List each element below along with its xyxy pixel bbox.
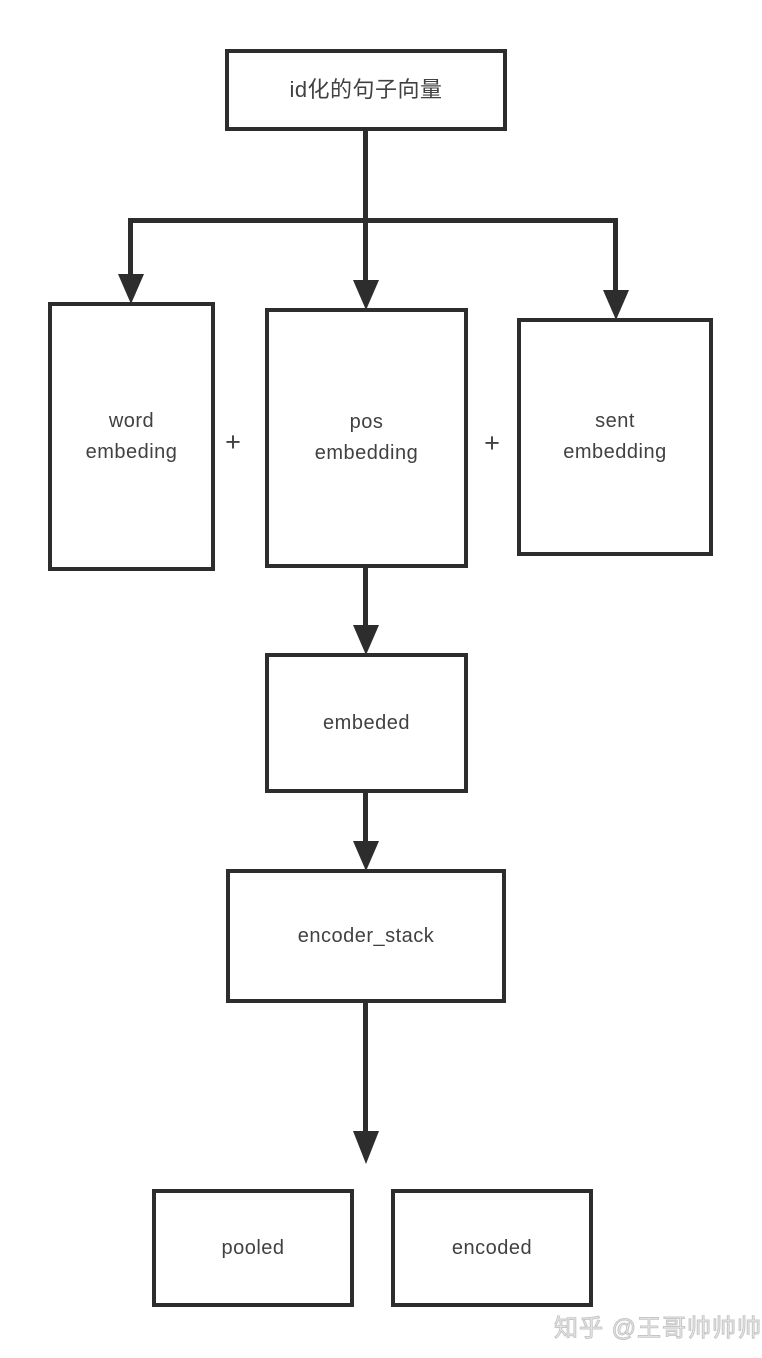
node-id-sentence-vector: id化的句子向量 (225, 49, 507, 131)
node-pos-embedding: pos embedding (265, 308, 468, 568)
node-sent-embedding-label: sent embedding (563, 410, 667, 463)
arrowhead-to-pos-embedding (353, 280, 379, 310)
node-embeded-label: embeded (323, 711, 410, 734)
node-embeded: embeded (265, 653, 468, 793)
connector-branch-horizontal (128, 218, 618, 223)
connector-pos-to-embeded (363, 568, 368, 626)
connector-branch-right (613, 218, 618, 292)
node-encoded-label: encoded (451, 1236, 533, 1259)
node-encoder-stack: encoder_stack (226, 869, 506, 1003)
plus-operator-1: + (225, 427, 241, 457)
node-encoder-stack-label: encoder_stack (297, 924, 435, 947)
node-sent-embedding: sent embedding (517, 318, 713, 556)
connector-top-stem (363, 131, 368, 221)
arrowhead-to-embeded (353, 625, 379, 655)
arrowhead-to-word-embedding (118, 274, 144, 304)
connector-branch-center (363, 218, 368, 282)
plus-operator-2: + (484, 428, 500, 458)
node-id-sentence-vector-label: id化的句子向量 (289, 76, 443, 102)
node-pooled-label: pooled (221, 1236, 285, 1259)
zhihu-watermark: 知乎 @王哥帅帅帅 (553, 1315, 762, 1343)
node-word-embedding-label: word embeding (85, 409, 178, 463)
node-pos-embedding-label: pos embedding (314, 411, 419, 464)
arrowhead-to-outputs (353, 1131, 379, 1164)
connector-embeded-to-encoder (363, 793, 368, 843)
arrowhead-to-sent-embedding (603, 290, 629, 320)
connector-branch-left (128, 218, 133, 276)
arrowhead-to-encoder-stack (353, 841, 379, 871)
connector-encoder-to-outputs (363, 1003, 368, 1133)
node-encoded: encoded (391, 1189, 593, 1307)
node-pooled: pooled (152, 1189, 354, 1307)
node-word-embedding: word embeding (48, 302, 215, 571)
